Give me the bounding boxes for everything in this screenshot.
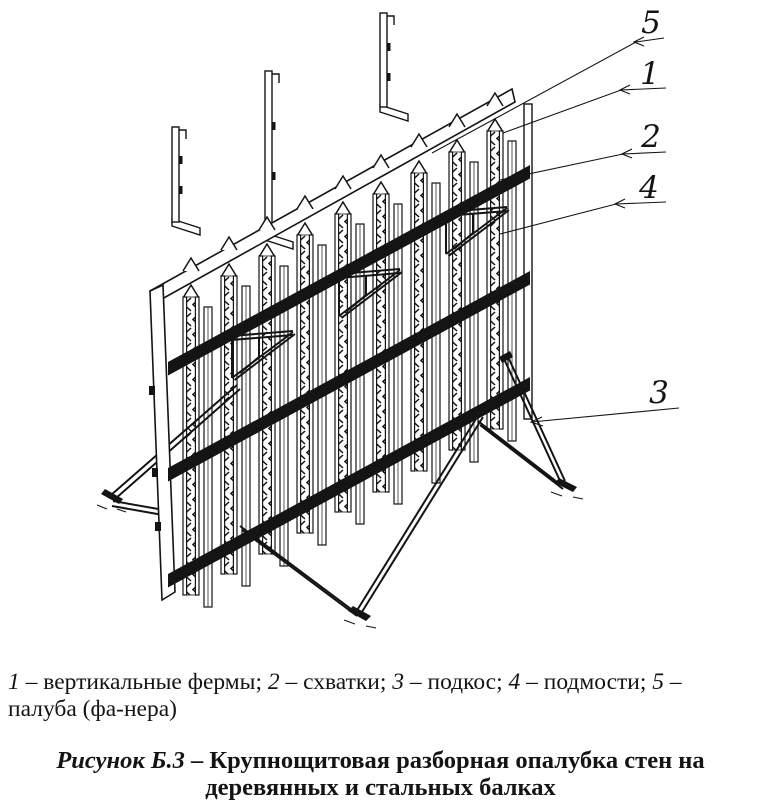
caption-title: Крупнощитовая разборная опалубка стен на… bbox=[205, 747, 705, 802]
callout-4: 4 bbox=[638, 170, 659, 206]
leader-lines bbox=[431, 36, 680, 427]
brace-left bbox=[96, 384, 241, 516]
callout-2: 2 bbox=[640, 119, 661, 155]
plywood-deck bbox=[149, 87, 516, 602]
caption-dash: – bbox=[184, 747, 210, 774]
callout-5: 5 bbox=[641, 5, 661, 41]
legend: 1 – вертикальные фермы; 2 – схватки; 3 –… bbox=[8, 669, 755, 723]
figure-caption: Рисунок Б.3 – Крупнощитовая разборная оп… bbox=[28, 747, 733, 802]
callouts: 5 1 2 4 3 bbox=[638, 5, 669, 411]
brace-middle bbox=[239, 403, 486, 629]
callout-3: 3 bbox=[649, 375, 669, 411]
callout-1: 1 bbox=[640, 56, 660, 92]
edge-plate bbox=[523, 103, 533, 420]
formwork-drawing: 5 1 2 4 3 bbox=[96, 5, 680, 629]
guardrail-posts bbox=[171, 12, 409, 250]
figure-label: Рисунок Б.3 bbox=[56, 747, 185, 774]
legend-text: 1 – вертикальные фермы; 2 – схватки; 3 –… bbox=[8, 669, 682, 722]
